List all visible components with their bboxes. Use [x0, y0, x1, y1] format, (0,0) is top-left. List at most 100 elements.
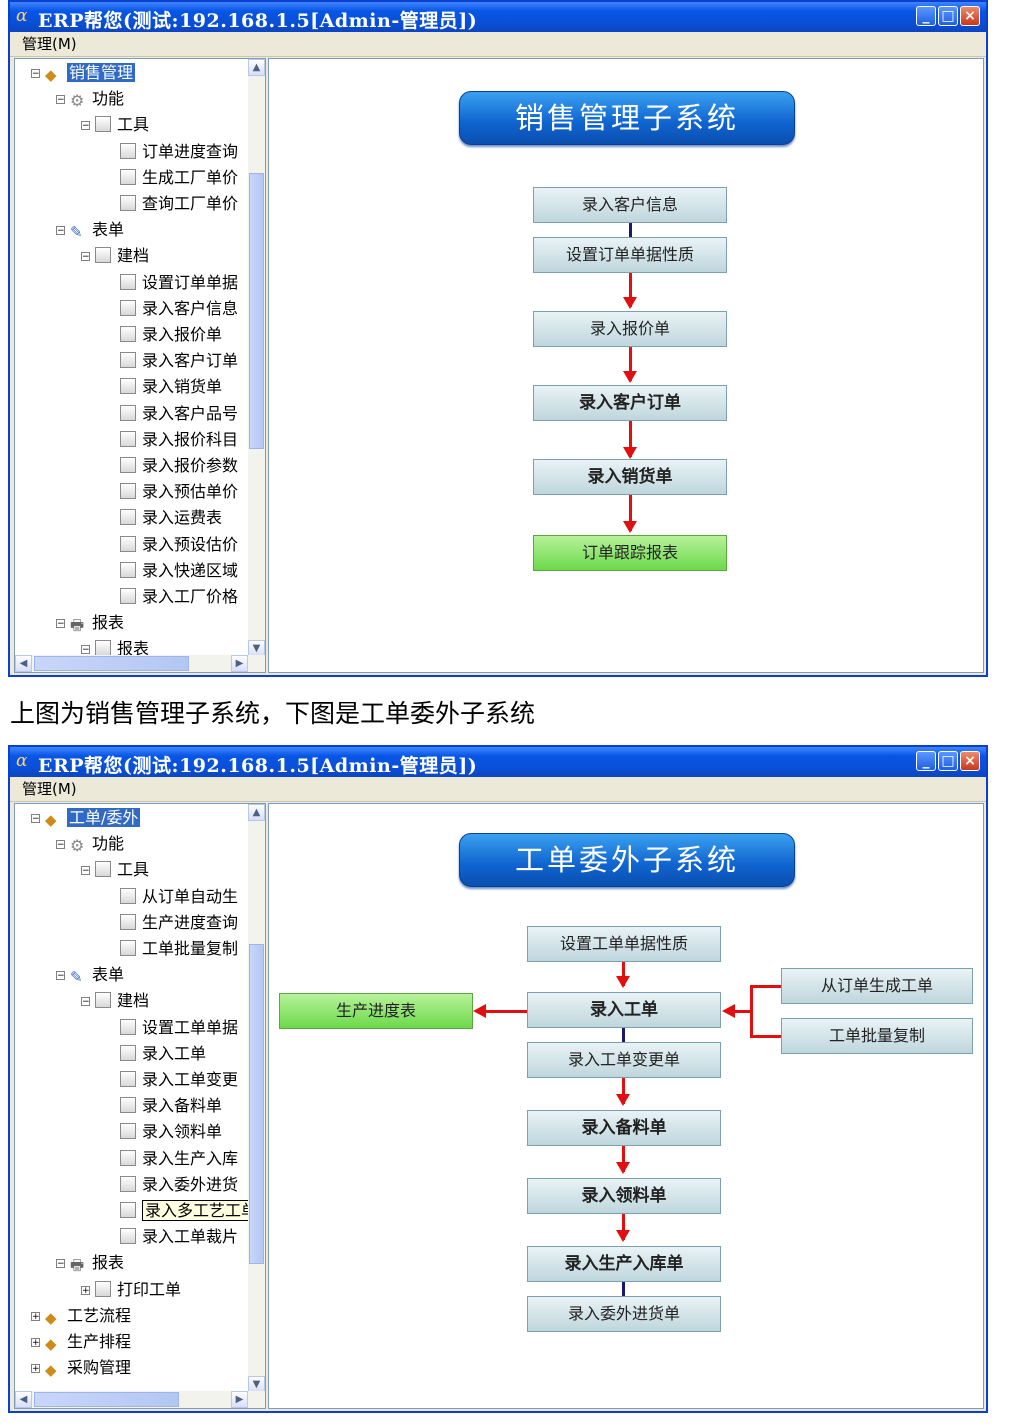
tree-item[interactable]: 录入运费表	[120, 506, 222, 530]
h-scroll-thumb[interactable]	[34, 656, 189, 671]
expand-toggle-icon[interactable]: −	[56, 95, 65, 106]
close-button[interactable]: ×	[960, 751, 980, 771]
expand-toggle-icon[interactable]: +	[31, 1338, 40, 1348]
flow-side-source-1[interactable]: 从订单生成工单	[781, 968, 973, 1004]
tree-item[interactable]: −🖶报表	[56, 611, 124, 635]
expand-toggle-icon[interactable]: −	[81, 866, 90, 877]
expand-toggle-icon[interactable]: −	[56, 226, 65, 237]
tree-item[interactable]: −◆销售管理	[31, 61, 136, 85]
expand-toggle-icon[interactable]: +	[81, 1285, 90, 1296]
scroll-thumb[interactable]	[249, 173, 264, 449]
tree-item[interactable]: 生成工厂单价	[120, 166, 238, 190]
tree-item[interactable]: −✎表单	[56, 963, 124, 987]
menu-manage[interactable]: 管理(M)	[22, 780, 77, 798]
scroll-left-button[interactable]: ◀	[15, 655, 32, 672]
flow-step-2[interactable]: 录入工单	[527, 992, 721, 1028]
menu-manage[interactable]: 管理(M)	[22, 35, 77, 53]
tree-vertical-scrollbar[interactable]: ▲ ▼	[248, 804, 265, 1393]
minimize-button[interactable]: _	[916, 751, 936, 771]
expand-toggle-icon[interactable]: −	[31, 69, 40, 79]
tree-item[interactable]: −报表	[81, 637, 149, 661]
tree-item[interactable]: 生产进度查询	[120, 911, 238, 935]
flow-side-source-2[interactable]: 工单批量复制	[781, 1018, 973, 1054]
tree-item[interactable]: 录入报价科目	[120, 428, 238, 452]
scroll-right-button[interactable]: ▶	[231, 1391, 248, 1408]
flow-step-5[interactable]: 录入销货单	[533, 459, 727, 495]
flow-step-2[interactable]: 设置订单单据性质	[533, 237, 727, 273]
tree-item[interactable]: 录入工单裁片	[120, 1225, 238, 1249]
tree-item[interactable]: 录入备料单	[120, 1094, 222, 1118]
expand-toggle-icon[interactable]: −	[81, 252, 90, 263]
scroll-left-button[interactable]: ◀	[15, 1391, 32, 1408]
tree-vertical-scrollbar[interactable]: ▲ ▼	[248, 59, 265, 657]
tree-item[interactable]: 录入报价参数	[120, 454, 238, 478]
tree-item[interactable]: 录入工厂价格	[120, 585, 238, 609]
tree-horizontal-scrollbar[interactable]: ◀ ▶	[15, 1391, 265, 1408]
tree-item[interactable]: −◆工单/委外	[31, 806, 141, 830]
flow-step-3[interactable]: 录入报价单	[533, 311, 727, 347]
maximize-button[interactable]: □	[938, 751, 958, 771]
expand-toggle-icon[interactable]: −	[81, 997, 90, 1008]
tree-item[interactable]: 录入生产入库	[120, 1147, 238, 1171]
tree-item[interactable]: 录入工单变更	[120, 1068, 238, 1092]
flow-step-6[interactable]: 录入生产入库单	[527, 1246, 721, 1282]
tree-item[interactable]: 录入领料单	[120, 1120, 222, 1144]
tree-item[interactable]: 录入客户品号	[120, 402, 238, 426]
maximize-button[interactable]: □	[938, 6, 958, 26]
expand-toggle-icon[interactable]: −	[56, 971, 65, 982]
tree-item[interactable]: 设置工单单据	[120, 1016, 238, 1040]
minimize-button[interactable]: _	[916, 6, 936, 26]
tree-item[interactable]: 录入工单	[120, 1042, 206, 1066]
tree-item[interactable]: 录入多工艺工单	[120, 1199, 261, 1223]
tree-item[interactable]: −⚙功能	[56, 87, 124, 111]
expand-toggle-icon[interactable]: −	[81, 121, 90, 132]
expand-toggle-icon[interactable]: −	[56, 840, 65, 851]
expand-toggle-icon[interactable]: −	[81, 645, 90, 656]
tree-item[interactable]: −✎表单	[56, 218, 124, 242]
tree-item[interactable]: 录入客户信息	[120, 297, 238, 321]
tree-item[interactable]: 从订单自动生	[120, 885, 238, 909]
tree-item[interactable]: −建档	[81, 989, 149, 1013]
expand-toggle-icon[interactable]: −	[56, 619, 65, 630]
tree-item[interactable]: 订单进度查询	[120, 140, 238, 164]
tree-item[interactable]: −⚙功能	[56, 832, 124, 856]
tree-item[interactable]: −工具	[81, 113, 149, 137]
h-scroll-thumb[interactable]	[34, 1392, 179, 1407]
tree-item[interactable]: 查询工厂单价	[120, 192, 238, 216]
tree-item[interactable]: +◆生产排程	[31, 1330, 131, 1354]
tree-item[interactable]: 工单批量复制	[120, 937, 238, 961]
expand-toggle-icon[interactable]: +	[31, 1364, 40, 1375]
tree-item[interactable]: −建档	[81, 244, 149, 268]
expand-toggle-icon[interactable]: −	[56, 1259, 65, 1270]
tree-item[interactable]: 录入快递区域	[120, 559, 238, 583]
tree-item[interactable]: +打印工单	[81, 1278, 181, 1302]
scroll-thumb[interactable]	[249, 944, 264, 1264]
tree-item[interactable]: +◆采购管理	[31, 1356, 131, 1380]
tree-item[interactable]: 设置订单单据	[120, 271, 238, 295]
tree-item[interactable]: 录入预估单价	[120, 480, 238, 504]
expand-toggle-icon[interactable]: −	[31, 814, 40, 824]
tree-item[interactable]: 录入预设估价	[120, 533, 238, 557]
flow-step-1[interactable]: 设置工单单据性质	[527, 926, 721, 962]
flow-step-3[interactable]: 录入工单变更单	[527, 1042, 721, 1078]
tree-item[interactable]: −工具	[81, 858, 149, 882]
flow-step-1[interactable]: 录入客户信息	[533, 187, 727, 223]
flow-step-7[interactable]: 录入委外进货单	[527, 1296, 721, 1332]
scroll-up-button[interactable]: ▲	[248, 59, 265, 76]
flow-step-4[interactable]: 录入客户订单	[533, 385, 727, 421]
scroll-up-button[interactable]: ▲	[248, 804, 265, 821]
tree-item[interactable]: 录入委外进货	[120, 1173, 238, 1197]
flow-side-report[interactable]: 生产进度表	[279, 993, 473, 1029]
tree-item[interactable]: +◆工艺流程	[31, 1304, 131, 1328]
close-button[interactable]: ×	[960, 6, 980, 26]
tree-item[interactable]: 录入客户订单	[120, 349, 238, 373]
flow-step-5[interactable]: 录入领料单	[527, 1178, 721, 1214]
tree-item[interactable]: 录入报价单	[120, 323, 222, 347]
tree-item[interactable]: 录入销货单	[120, 375, 222, 399]
scroll-right-button[interactable]: ▶	[231, 655, 248, 672]
flow-step-report[interactable]: 订单跟踪报表	[533, 535, 727, 571]
expand-toggle-icon[interactable]: +	[31, 1311, 40, 1322]
tree-item[interactable]: −🖶报表	[56, 1251, 124, 1275]
flow-step-4[interactable]: 录入备料单	[527, 1110, 721, 1146]
tree-horizontal-scrollbar[interactable]: ◀ ▶	[15, 655, 265, 672]
